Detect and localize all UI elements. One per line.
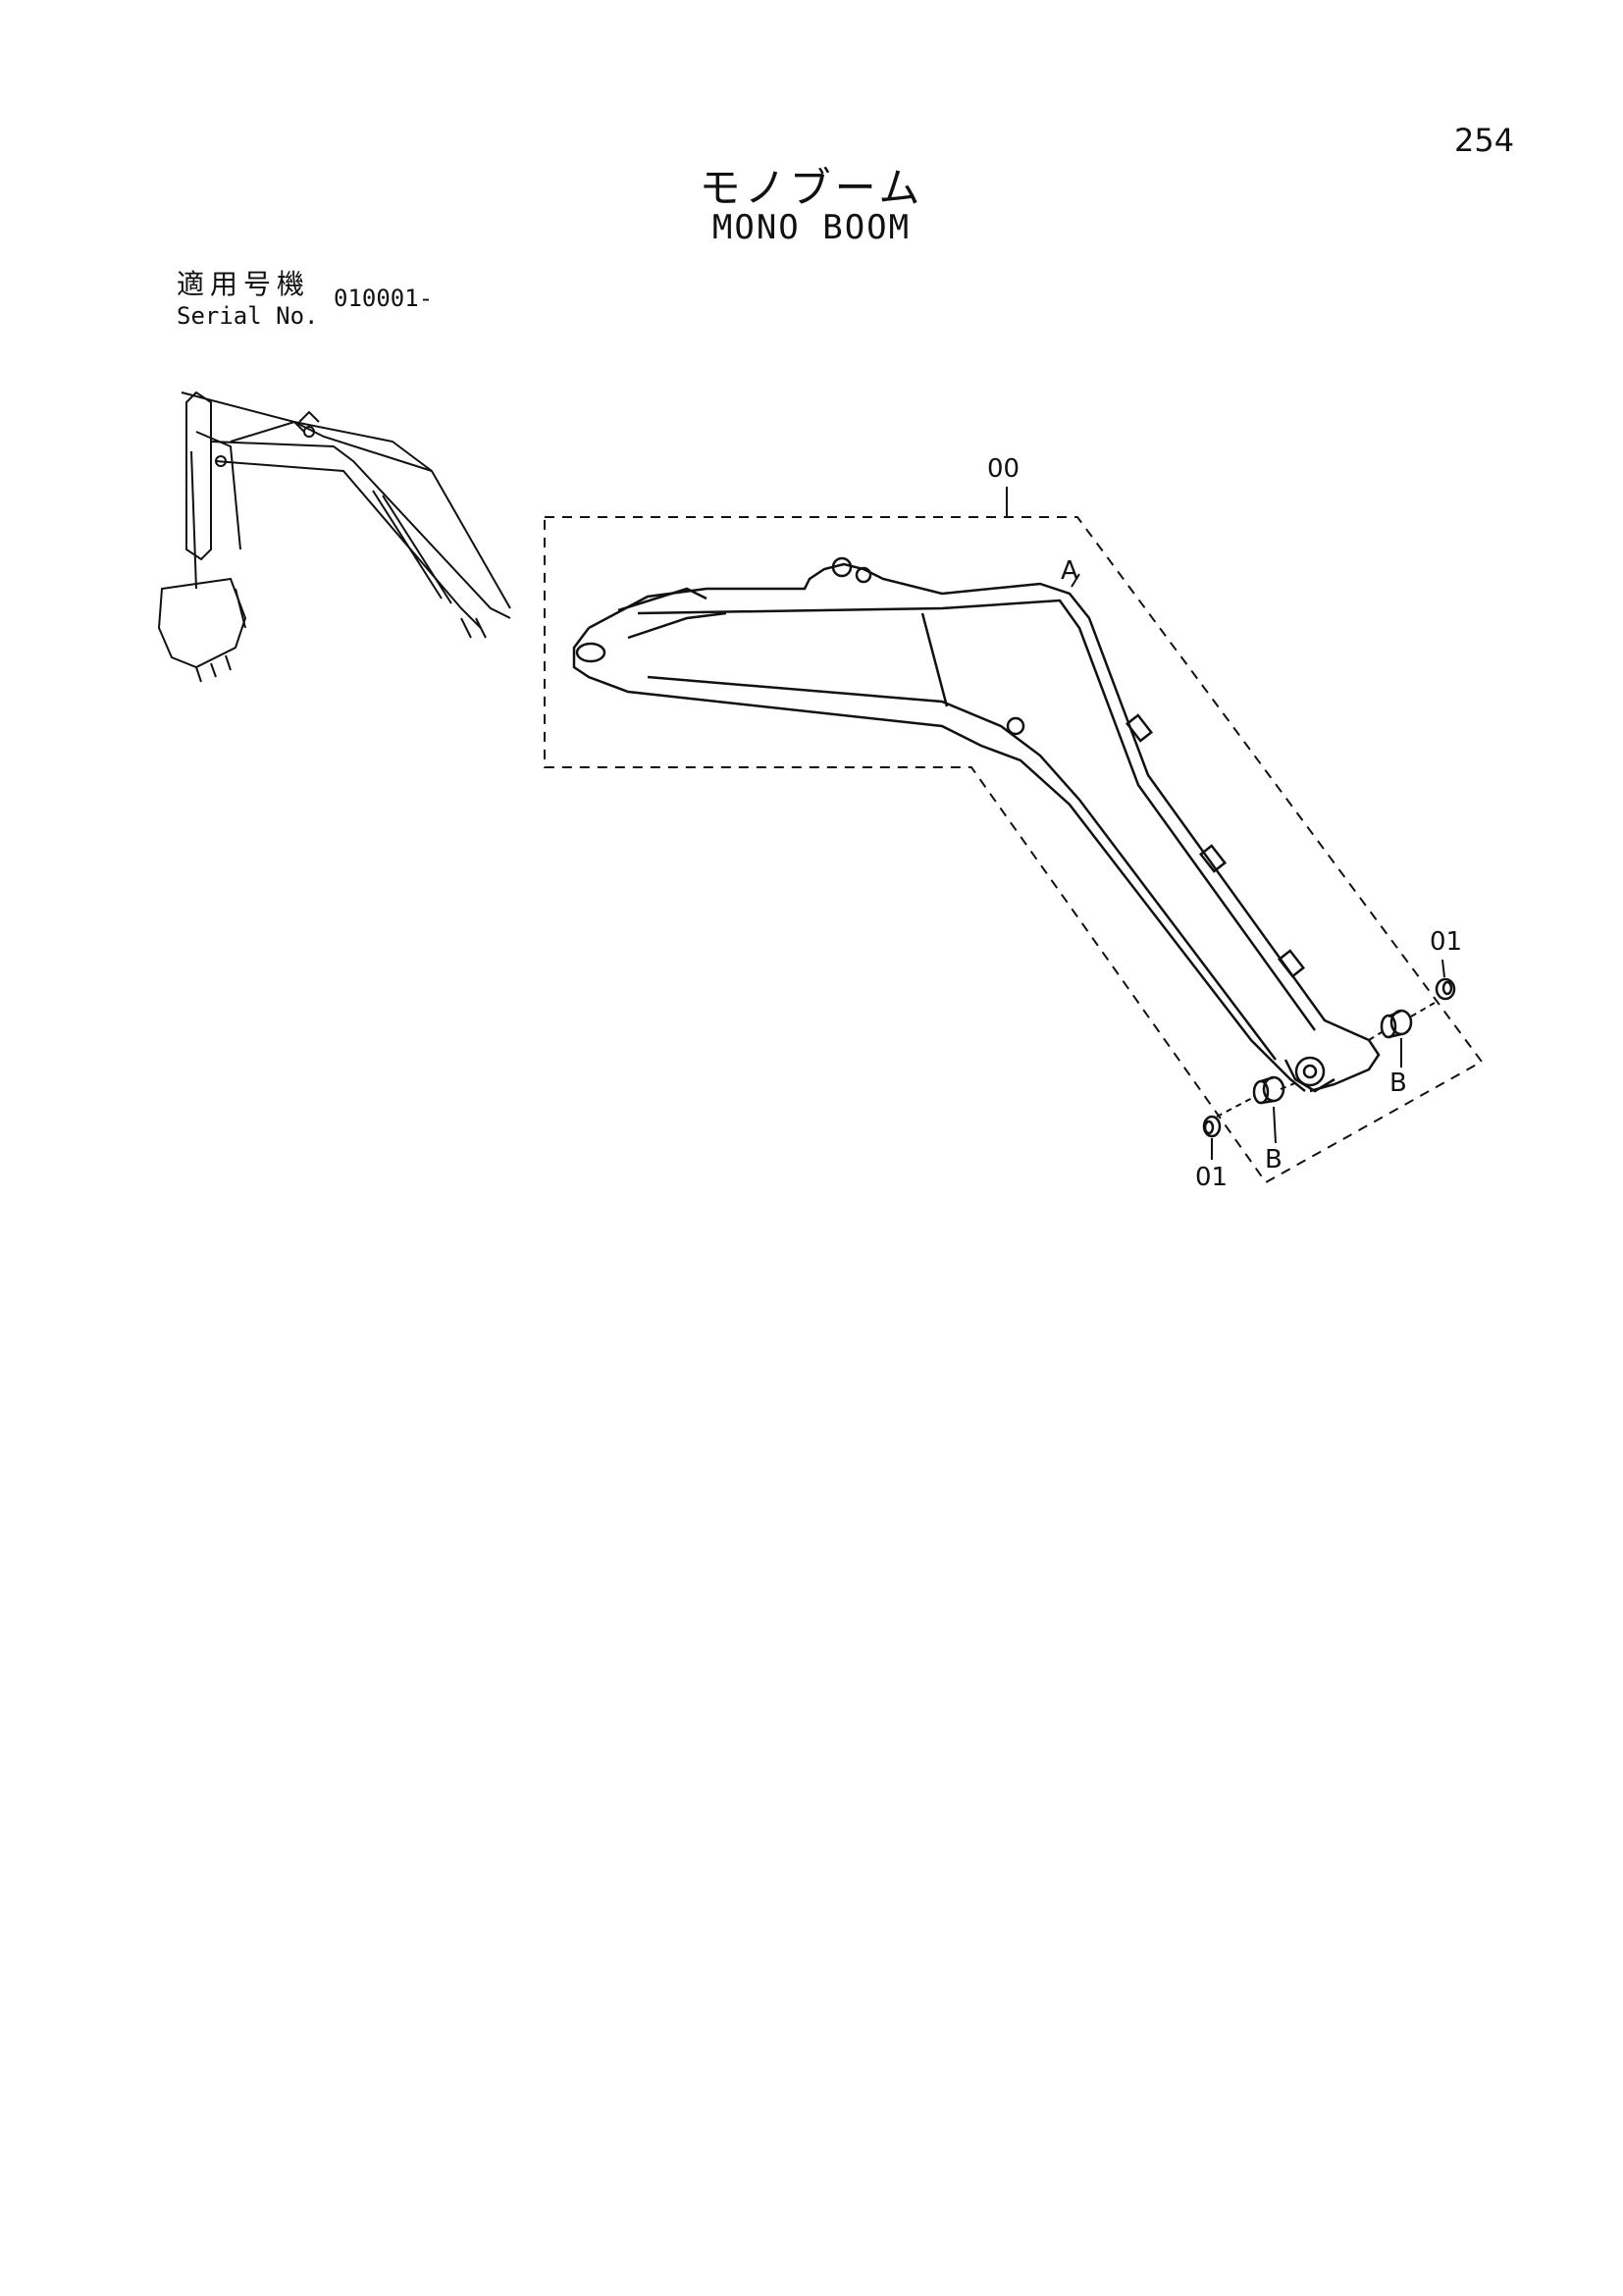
title-japanese: モノブーム (699, 164, 924, 212)
title-english: MONO BOOM (711, 208, 912, 247)
serial-label-english: Serial No. (177, 302, 319, 330)
excavator-thumbnail (157, 391, 511, 683)
serial-label-japanese: 適用号機 (177, 268, 311, 300)
callout-assembly: 00 (987, 454, 1020, 484)
callout-boom: A (1061, 556, 1078, 586)
callout-bushing-right: B (1389, 1069, 1407, 1098)
seal-left (1202, 1115, 1222, 1138)
assembly-boundary (544, 516, 1484, 1184)
serial-number-value: 010001- (334, 285, 434, 312)
boom-drawing (572, 556, 1381, 1093)
callout-bushing-left: B (1265, 1145, 1283, 1174)
page-number: 254 (1454, 122, 1515, 159)
callout-seal-left: 01 (1195, 1163, 1228, 1192)
bushing-left (1252, 1075, 1285, 1105)
seal-right (1435, 977, 1456, 1001)
bushing-right (1380, 1009, 1413, 1039)
callout-seal-right: 01 (1430, 927, 1462, 957)
